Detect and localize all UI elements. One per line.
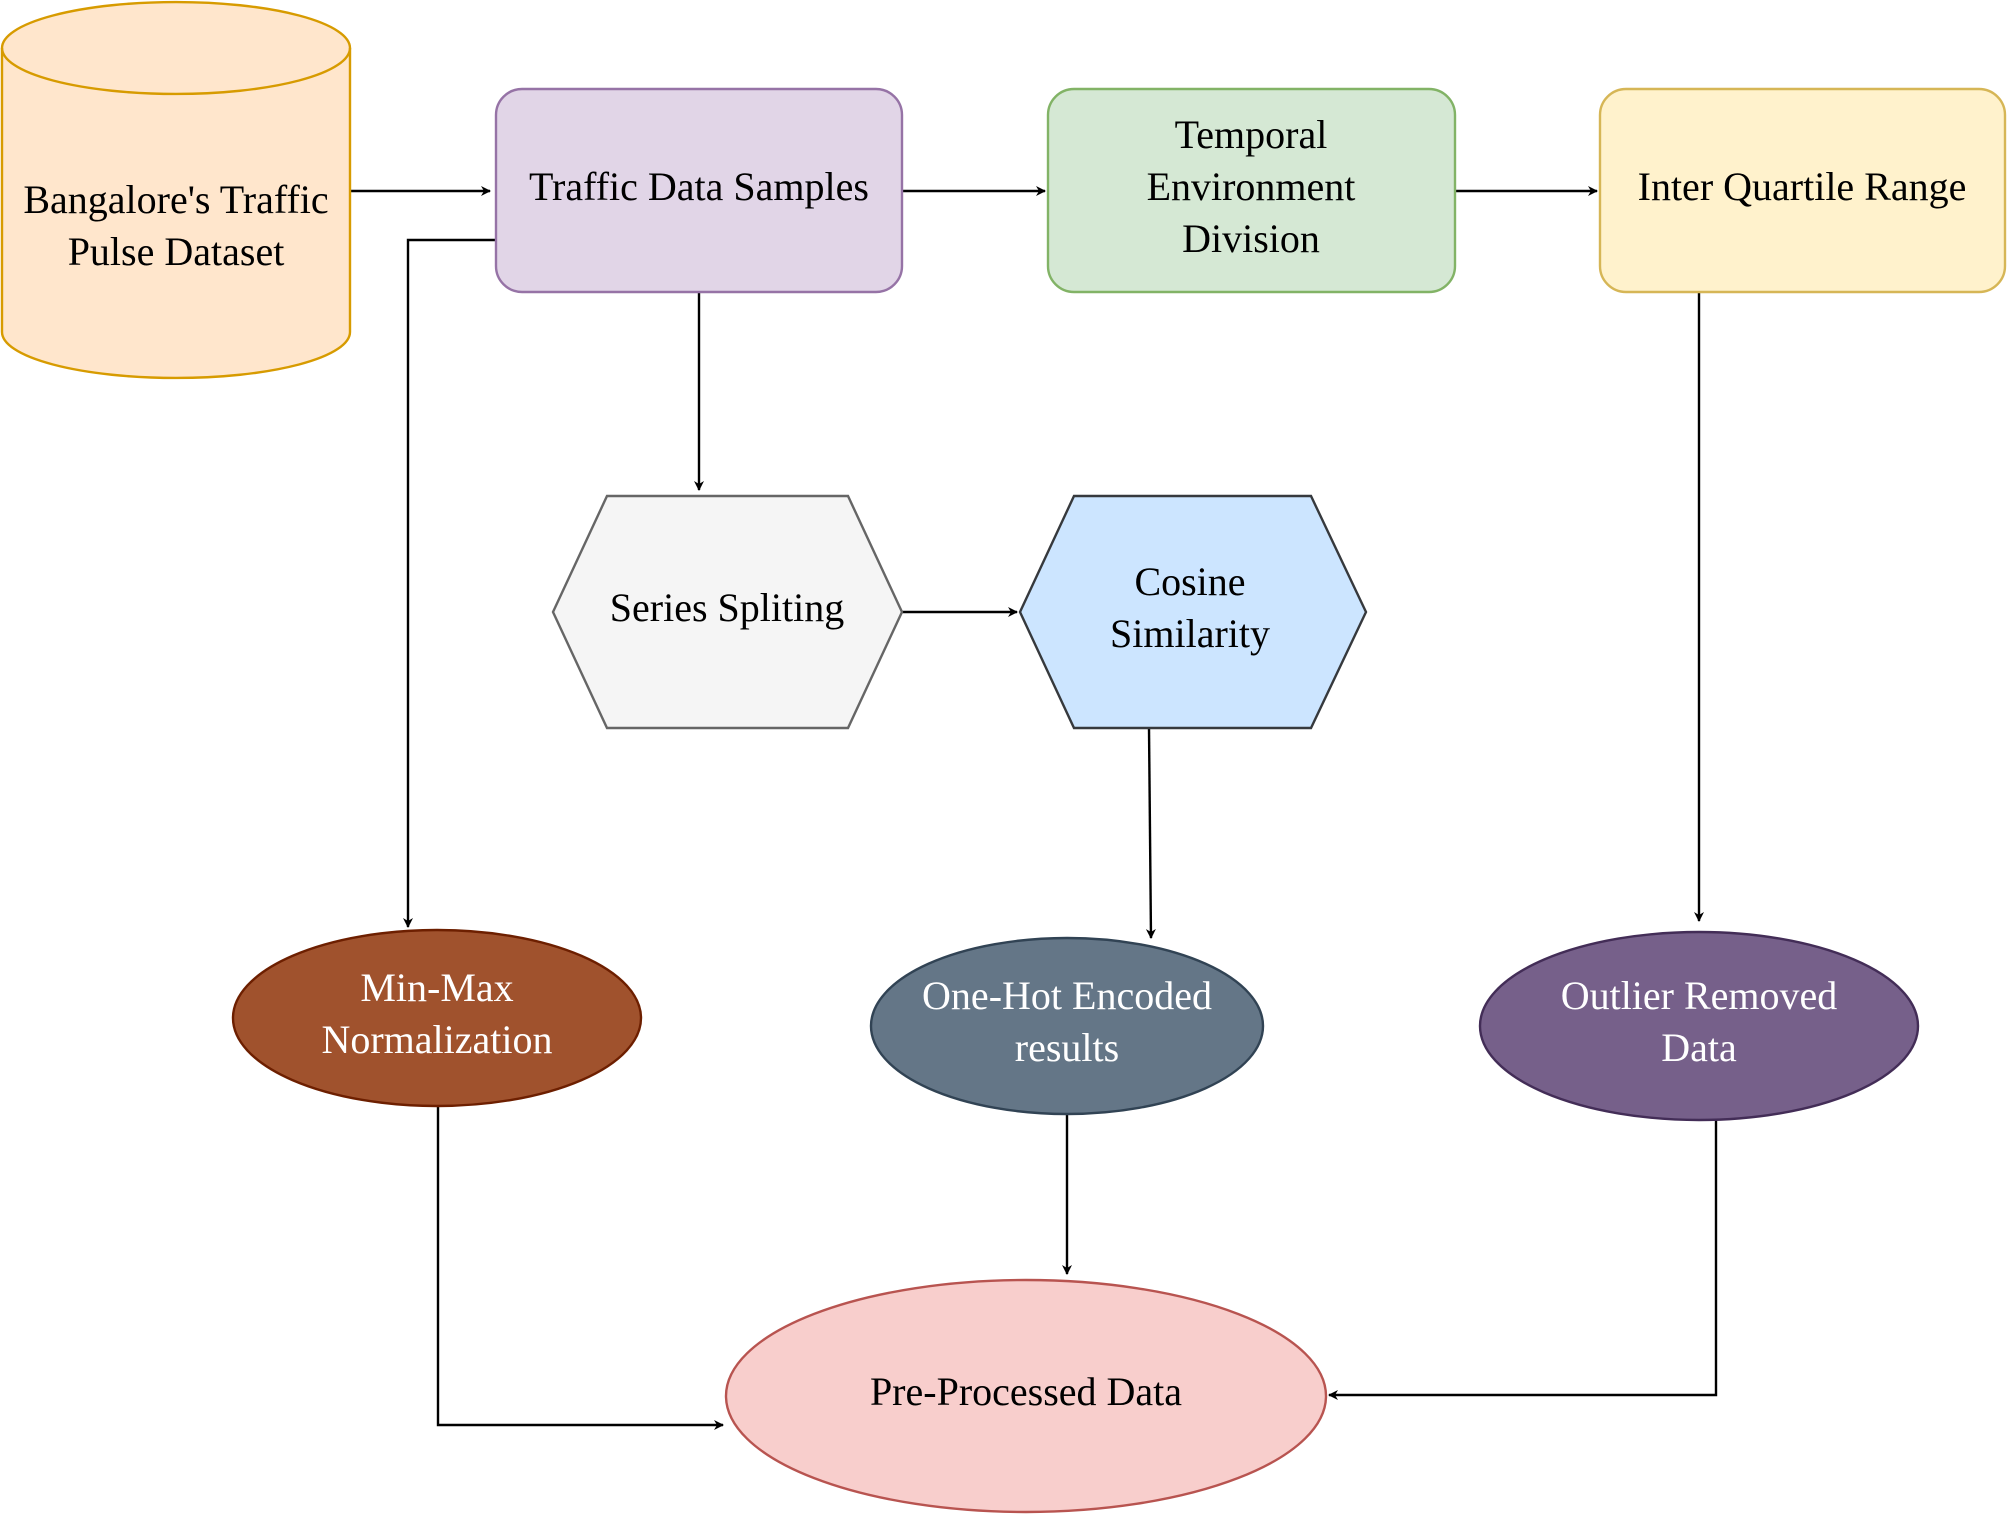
traffic-samples-box [494, 87, 904, 294]
onehot-node: One-Hot Encoded results [869, 936, 1265, 1116]
traffic-samples-label: Traffic Data Samples [529, 164, 869, 209]
iqr-label: Inter Quartile Range [1638, 164, 1967, 209]
traffic-samples-node: Traffic Data Samples [494, 87, 904, 294]
iqr-node: Inter Quartile Range [1598, 87, 2007, 294]
edge-samples-to-minmax [403, 238, 496, 928]
edge-cosine-to-onehot [1145, 727, 1156, 939]
onehot-ellipse [869, 936, 1265, 1116]
outlier-ellipse [1478, 930, 1920, 1122]
dataset-cylinder-rim [0, 47, 352, 96]
series-label-line-1: Series Spliting [610, 585, 844, 630]
cosine-label-line-1: Cosine [1134, 559, 1245, 604]
cosine-similarity-hexagon [1018, 494, 1368, 730]
edge-outlier-to-preprocessed [1328, 1120, 1718, 1400]
minmax-label-line-1: Min-Max [360, 965, 513, 1010]
series-spliting-label: Series Spliting [610, 585, 844, 630]
series-spliting-hexagon [551, 494, 904, 730]
edges-layer [350, 186, 1718, 1430]
iqr-label-line-1: Inter Quartile Range [1638, 164, 1967, 209]
onehot-label-line-1: One-Hot Encoded [922, 973, 1212, 1018]
minmax-label-line-2: Normalization [321, 1017, 552, 1062]
dataset-label-line-1: Bangalore's Traffic [23, 177, 328, 222]
outlier-label-line-1: Outlier Removed [1561, 973, 1838, 1018]
samples-label-line-1: Traffic Data Samples [529, 164, 869, 209]
preprocessed-ellipse [724, 1278, 1328, 1514]
preprocessed-label-line-1: Pre-Processed Data [870, 1369, 1182, 1414]
temporal-label-line-1: Temporal [1175, 112, 1328, 157]
onehot-label: One-Hot Encoded results [922, 973, 1212, 1070]
temporal-label-line-2: Environment [1147, 164, 1356, 209]
cosine-label-line-2: Similarity [1110, 611, 1270, 656]
minmax-ellipse [231, 928, 643, 1108]
temporal-division-box [1046, 87, 1457, 294]
outlier-label-line-2: Data [1661, 1025, 1737, 1070]
onehot-label-line-2: results [1015, 1025, 1119, 1070]
series-spliting-node: Series Spliting [551, 494, 904, 730]
preprocessed-node: Pre-Processed Data [724, 1278, 1328, 1514]
preprocessed-label: Pre-Processed Data [870, 1369, 1182, 1414]
edge-minmax-to-preprocessed [436, 1105, 724, 1430]
iqr-box [1598, 87, 2007, 294]
dataset-label-line-2: Pulse Dataset [68, 229, 285, 274]
temporal-label-line-3: Division [1182, 216, 1320, 261]
dataset-cylinder-body [0, 0, 352, 380]
